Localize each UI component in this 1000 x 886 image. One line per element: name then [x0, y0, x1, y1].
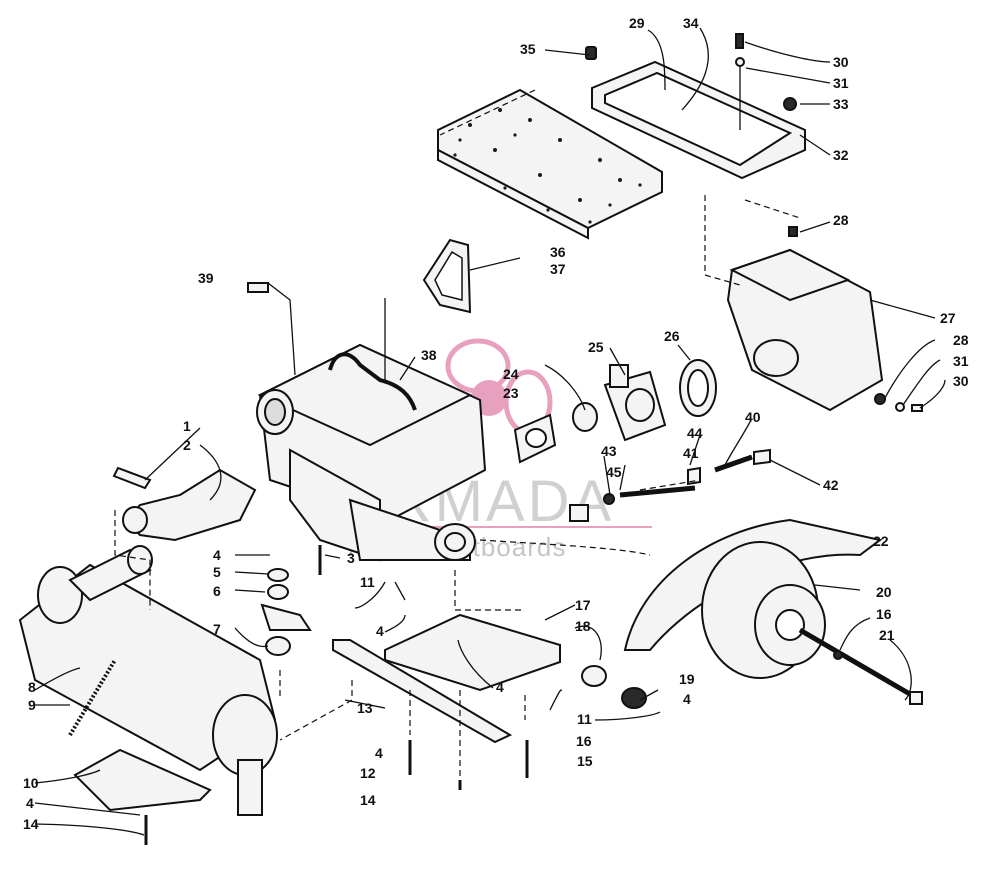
callout-30-top: 30	[833, 54, 849, 70]
callout-13: 13	[357, 700, 373, 716]
callout-4-d: 4	[683, 691, 691, 707]
callout-38: 38	[421, 347, 437, 363]
callout-11-a: 11	[360, 574, 375, 590]
callout-1: 1	[183, 418, 191, 434]
callout-8: 8	[28, 679, 36, 695]
callout-34: 34	[683, 15, 699, 31]
callout-39: 39	[198, 270, 214, 286]
callout-16-bottom: 16	[576, 733, 592, 749]
callout-4-b: 4	[376, 623, 384, 639]
leader-lines	[34, 27, 946, 836]
callout-28-top: 28	[833, 212, 849, 228]
callout-31-bottom: 31	[953, 353, 969, 369]
exhaust-manifold	[112, 466, 257, 542]
drive-clutch	[623, 518, 923, 705]
callout-31-top: 31	[833, 75, 849, 91]
callout-18: 18	[575, 618, 591, 634]
callout-10: 10	[23, 775, 39, 791]
callout-16-right: 16	[876, 606, 892, 622]
air-silencer-box	[726, 226, 923, 412]
callout-5: 5	[213, 564, 221, 580]
callout-9: 9	[28, 697, 36, 713]
callout-22: 22	[873, 533, 889, 549]
callout-4-e: 4	[375, 745, 383, 761]
callout-41: 41	[683, 445, 699, 461]
callout-11-b: 11	[577, 711, 592, 727]
callout-6: 6	[213, 583, 221, 599]
callout-44: 44	[687, 425, 703, 441]
callout-37: 37	[550, 261, 566, 277]
callout-4-f: 4	[26, 795, 34, 811]
callout-4-a: 4	[213, 547, 221, 563]
callout-24: 24	[503, 366, 519, 382]
muffler	[18, 545, 278, 816]
air-silencer-lid	[437, 33, 806, 240]
callout-7: 7	[213, 621, 221, 637]
callout-33: 33	[833, 96, 849, 112]
callout-23: 23	[503, 385, 519, 401]
callout-20: 20	[876, 584, 892, 600]
callout-26: 26	[664, 328, 680, 344]
callout-21: 21	[879, 627, 895, 643]
callout-43: 43	[601, 443, 617, 459]
callout-45: 45	[606, 464, 622, 480]
callout-36: 36	[550, 244, 566, 260]
callout-42: 42	[823, 477, 839, 493]
callout-17: 17	[575, 597, 591, 613]
callout-32: 32	[833, 147, 849, 163]
callout-40: 40	[745, 409, 761, 425]
callout-15: 15	[577, 753, 593, 769]
callout-25: 25	[588, 339, 604, 355]
callout-labels: 35 29 34 30 31 33 32 28 36 37 39 27 28 3…	[23, 15, 969, 832]
hardware	[144, 448, 771, 845]
callout-14-a: 14	[360, 792, 376, 808]
callout-19: 19	[679, 671, 695, 687]
callout-29: 29	[629, 15, 645, 31]
callout-28-bottom: 28	[953, 332, 969, 348]
intake-seal	[422, 238, 472, 314]
callout-4-c: 4	[496, 679, 504, 695]
callout-12: 12	[360, 765, 376, 781]
engine	[247, 282, 557, 562]
engine-mount-plates	[260, 568, 647, 744]
callout-3: 3	[347, 550, 355, 566]
callout-2: 2	[183, 437, 191, 453]
callout-27: 27	[940, 310, 956, 326]
callout-35: 35	[520, 41, 536, 57]
callout-30-bottom: 30	[953, 373, 969, 389]
callout-14-b: 14	[23, 816, 39, 832]
